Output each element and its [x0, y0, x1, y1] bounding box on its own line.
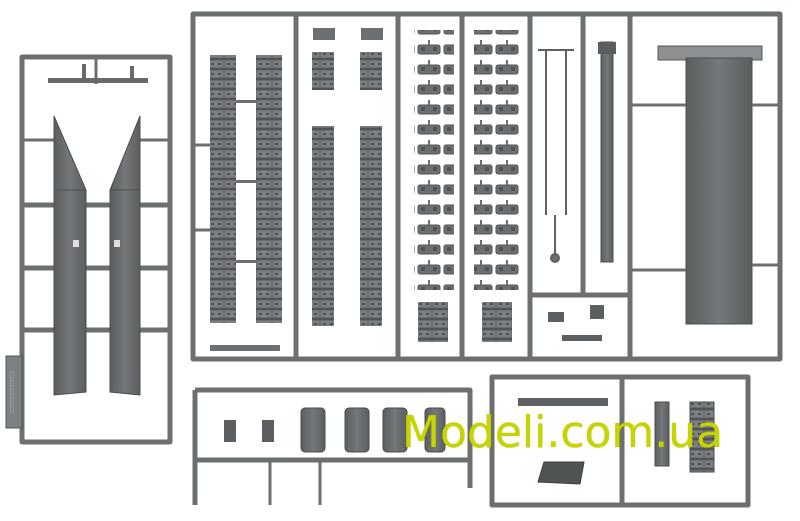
large-plate-part — [630, 45, 780, 325]
main-sprue-frame — [190, 11, 783, 362]
hull-side-left-part — [53, 115, 87, 396]
top-rod-part — [48, 64, 148, 83]
sprue-tag-label: ▭▭▭▭▭ — [5, 355, 23, 429]
road-wheel-parts — [224, 407, 446, 453]
watermark-text: Modeli.com.ua — [402, 407, 724, 458]
bottom-right-parts — [518, 398, 715, 485]
bottom-left-sprue — [192, 387, 473, 505]
rod-parts — [538, 49, 574, 263]
barrel-part — [598, 41, 616, 263]
hull-side-right-part — [109, 115, 141, 396]
track-runs — [210, 28, 383, 351]
svg-text:▭▭▭▭▭: ▭▭▭▭▭ — [7, 371, 17, 414]
left-sprue — [19, 54, 173, 445]
small-parts-cluster — [548, 305, 604, 341]
link-columns — [414, 30, 520, 342]
bottom-right-sprue — [489, 374, 751, 508]
